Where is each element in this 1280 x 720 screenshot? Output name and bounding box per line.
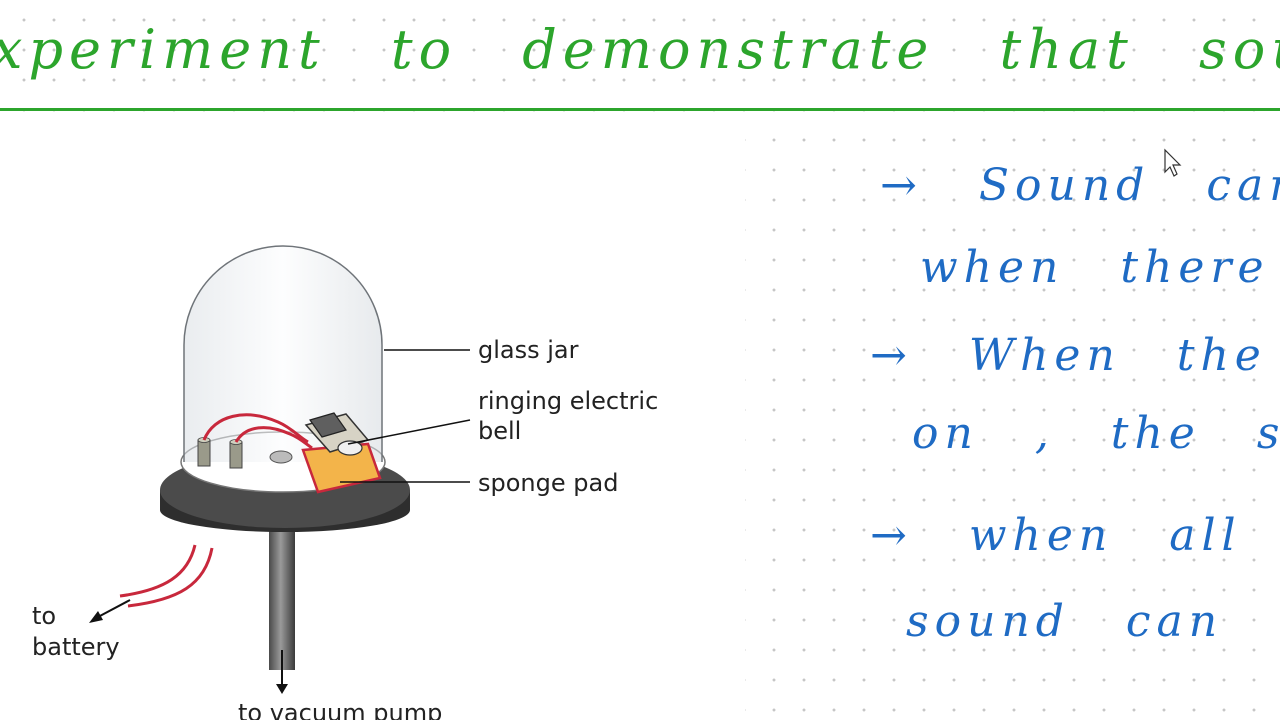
label-sponge-pad: sponge pad: [478, 469, 619, 497]
label-bell-line2: bell: [478, 417, 522, 445]
note-line-6: sound can be: [906, 596, 1280, 647]
note-line-2: when there: [920, 242, 1270, 293]
arrow-cursor-icon: [1164, 148, 1182, 177]
label-battery-line2: battery: [32, 633, 120, 661]
page-title: xperiment to demonstrate that sound need: [0, 18, 1280, 81]
leader-lines: [340, 349, 471, 483]
battery-arrow: [89, 599, 131, 623]
vacuum-pipe: [269, 520, 295, 694]
note-line-4: on , the soun: [912, 408, 1280, 459]
title-underline: [0, 108, 1280, 111]
note-line-3: → When the: [870, 330, 1267, 381]
battery-wires: [119, 544, 214, 608]
glass-jar: [183, 245, 383, 462]
note-line-1: → Sound can: [880, 160, 1280, 211]
label-glass-jar: glass jar: [478, 336, 579, 364]
label-bell-line1: ringing electric: [478, 387, 659, 415]
internal-wires: [202, 413, 313, 450]
note-line-5: → when all a: [870, 510, 1280, 561]
label-vacuum-pump: to vacuum pump: [238, 699, 443, 720]
label-battery-line1: to: [32, 602, 57, 630]
